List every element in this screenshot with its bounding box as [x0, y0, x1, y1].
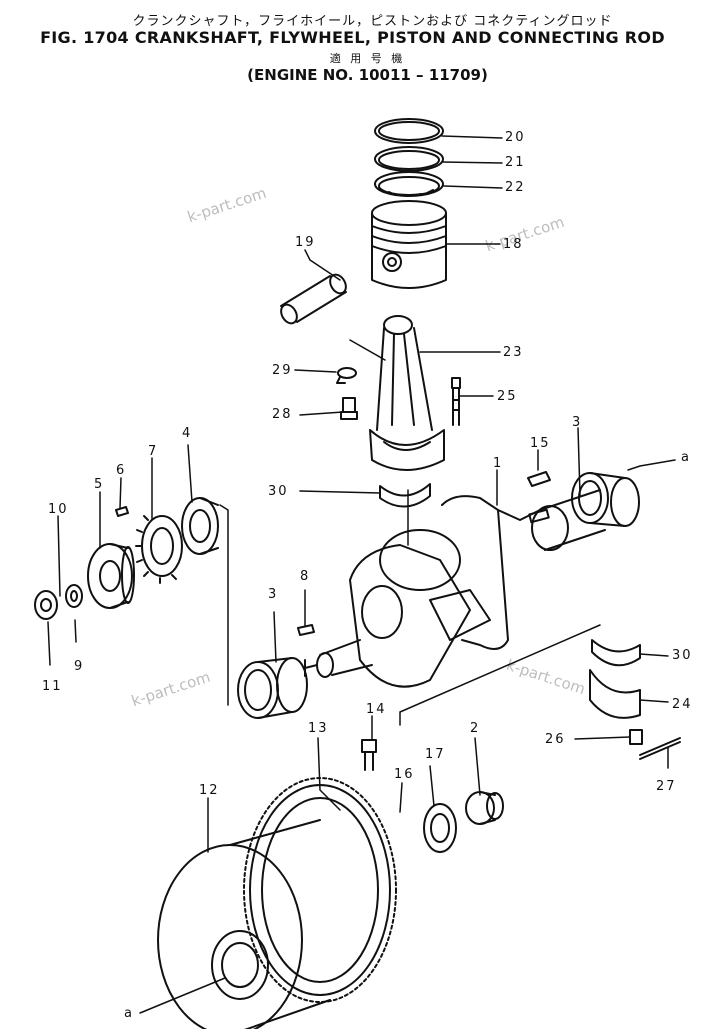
callout-29: 29: [272, 363, 293, 378]
main-bearing-rear: [571, 472, 640, 527]
flywheel-bolt: [361, 739, 377, 771]
figure-title: FIG. 1704 CRANKSHAFT, FLYWHEEL, PISTON A…: [40, 28, 665, 47]
piston-ring-second: [374, 146, 444, 172]
piston-pin: [280, 273, 347, 325]
japanese-subtitle: 適 用 号 機: [329, 52, 406, 65]
callout-24: 24: [672, 697, 693, 712]
flywheel: [157, 819, 331, 1029]
piston-ring-top: [374, 118, 444, 144]
callout-30-lower: 30: [672, 648, 693, 663]
callout-23: 23: [503, 345, 524, 360]
callout-28: 28: [272, 407, 293, 422]
rod-bearing-upper: [379, 483, 431, 508]
callout-22: 22: [505, 180, 526, 195]
callout-11: 11: [42, 679, 63, 694]
thrust-plate: [181, 497, 219, 555]
callout-21: 21: [505, 155, 526, 170]
nut: [34, 590, 58, 620]
callout-19: 19: [295, 235, 316, 250]
piston: [371, 200, 447, 289]
rod-bearing-lower: [591, 639, 641, 667]
connecting-rod-bolt: [451, 377, 461, 426]
callout-1: 1: [493, 456, 504, 471]
oil-ring: [374, 171, 444, 197]
callout-2: 2: [470, 721, 481, 736]
callout-12: 12: [199, 783, 220, 798]
key-rear: [527, 471, 551, 487]
castle-nut: [629, 729, 643, 745]
callout-27: 27: [656, 779, 677, 794]
main-bearing-front: [237, 657, 308, 719]
callout-10: 10: [48, 502, 69, 517]
callout-3-rear: 3: [572, 415, 583, 430]
washer: [65, 584, 83, 608]
callout-26: 26: [545, 732, 566, 747]
leader-lines: [47, 135, 676, 1014]
callout-7: 7: [148, 444, 159, 459]
lock-washer: [336, 367, 357, 384]
lock-plate: [423, 803, 457, 853]
callout-18: 18: [503, 237, 524, 252]
japanese-title: クランクシャフト，フライホイール，ピストンおよび コネクティングロッド: [132, 14, 613, 29]
gear-key: [115, 506, 129, 517]
pulley: [87, 543, 135, 609]
callout-16: 16: [394, 767, 415, 782]
callout-20: 20: [505, 130, 526, 145]
callout-a-right: a: [681, 450, 691, 465]
callout-9: 9: [74, 659, 85, 674]
callout-a-left: a: [124, 1006, 134, 1021]
cotter-pin: [639, 737, 681, 760]
rod-bolt-nut: [340, 397, 358, 420]
callout-13: 13: [308, 721, 329, 736]
callout-5: 5: [94, 477, 105, 492]
callout-8: 8: [300, 569, 311, 584]
callout-15: 15: [530, 436, 551, 451]
connecting-rod: [369, 315, 445, 471]
crank-gear: [135, 515, 183, 584]
callout-25: 25: [497, 389, 518, 404]
ring-gear: [243, 777, 397, 1003]
key-front: [297, 624, 315, 636]
crankshaft: [304, 489, 606, 688]
rod-cap: [589, 669, 641, 719]
callout-3-front: 3: [268, 587, 279, 602]
pilot-bushing: [465, 791, 504, 825]
callout-17: 17: [425, 747, 446, 762]
engine-range: (ENGINE NO. 10011 – 11709): [247, 66, 488, 84]
callout-6: 6: [116, 463, 127, 478]
callout-14: 14: [366, 702, 387, 717]
callout-4: 4: [182, 426, 193, 441]
callout-30-upper: 30: [268, 484, 289, 499]
